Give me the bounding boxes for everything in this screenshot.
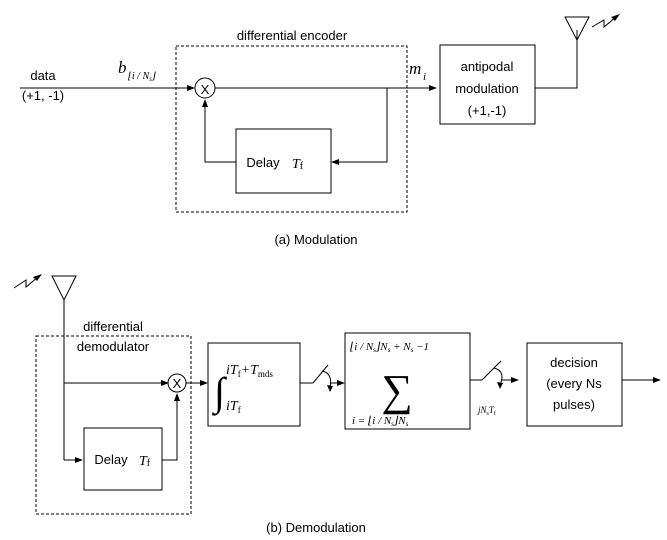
encoder-delay-symbol: Tf — [292, 157, 304, 172]
sampler-2-label: jNsTf — [477, 405, 496, 417]
encoder-delay-label: Delay — [246, 155, 280, 170]
feedback-line-to-delay — [338, 88, 388, 163]
summation-block — [344, 332, 471, 430]
feedback-arrowhead — [331, 159, 339, 165]
summation-upper-limit: ⌊i / Ns⌋Ns + Ns −1 — [350, 341, 429, 354]
decision-label-3: pulses) — [553, 397, 595, 412]
integral-upper-limit: iTf+Tmds — [226, 363, 273, 379]
data-input-label: data — [30, 68, 56, 83]
transmit-line — [535, 30, 578, 89]
sampler-2-output-arrowhead — [511, 377, 519, 383]
receive-signal-arrowhead — [33, 274, 42, 281]
demod-delay-label: Delay — [94, 452, 128, 467]
delayed-path-line — [162, 399, 178, 461]
decision-label-1: decision — [550, 355, 598, 370]
receive-signal-icon — [13, 276, 39, 289]
receive-antenna-icon — [51, 275, 77, 302]
differential-encoder-label: differential encoder — [237, 28, 348, 43]
differential-encoder-boundary — [175, 45, 408, 213]
decision-label-2: (every Ns — [546, 376, 602, 391]
differential-demodulator-boundary — [35, 335, 192, 515]
data-input-arrowhead — [187, 85, 195, 91]
demod-multiplier-glyph: X — [173, 376, 182, 391]
m-subscript: i — [423, 71, 426, 83]
encoder-output-arrowhead — [429, 85, 437, 91]
demodulator-label-2: demodulator — [77, 339, 150, 354]
transmit-signal-arrowhead — [611, 14, 620, 21]
sampler-1-arrowhead — [327, 385, 333, 392]
sampler-2-switch — [481, 360, 502, 381]
encoder-multiplier-glyph: X — [201, 82, 210, 97]
demodulation-caption: (b) Demodulation — [266, 520, 366, 535]
delay-output-line — [204, 105, 236, 163]
delayed-path-arrowhead — [174, 393, 180, 401]
demodulation-section: differential demodulator Delay Tf X ∫ iT… — [13, 274, 661, 535]
summation-lower-limit: i = ⌊i / Ns⌋Ns — [352, 415, 409, 428]
antipodal-modulation-block — [439, 44, 536, 125]
antipodal-label-2: modulation — [455, 81, 519, 96]
delay-output-arrowhead — [202, 99, 208, 107]
sampler-1-output-arrowhead — [337, 380, 345, 386]
delay-input-arrowhead — [75, 457, 83, 463]
antipodal-label-3: (+1,-1) — [468, 103, 507, 118]
integral-sign: ∫ — [211, 369, 228, 416]
decision-block — [526, 342, 623, 427]
m-symbol: m — [409, 59, 421, 78]
sampler-1-switch — [312, 364, 329, 384]
decision-output-arrowhead — [653, 377, 661, 383]
integral-lower-limit: iTf — [226, 399, 241, 415]
demodulator-label-1: differential — [83, 319, 143, 334]
sampler-2-arrowhead — [497, 382, 503, 389]
data-input-values: (+1, -1) — [22, 88, 64, 103]
summation-sign: ∑ — [381, 366, 412, 415]
transmit-signal-icon — [591, 16, 617, 29]
b-subscript: ⌊i / Ns⌋ — [128, 71, 156, 83]
direct-path-arrowhead — [161, 380, 169, 386]
modulation-caption: (a) Modulation — [274, 232, 357, 247]
transmit-antenna-icon — [564, 16, 590, 42]
antipodal-label-1: antipodal — [461, 59, 514, 74]
demod-delay-block — [83, 427, 163, 491]
multiplier-output-arrowhead — [200, 380, 208, 386]
integrator-block — [207, 342, 301, 427]
encoder-delay-block — [235, 128, 332, 194]
modulation-section: data (+1, -1) b ⌊i / Ns⌋ differential en… — [20, 14, 620, 247]
demod-delay-symbol: Tf — [139, 454, 151, 469]
b-symbol: b — [118, 58, 127, 77]
